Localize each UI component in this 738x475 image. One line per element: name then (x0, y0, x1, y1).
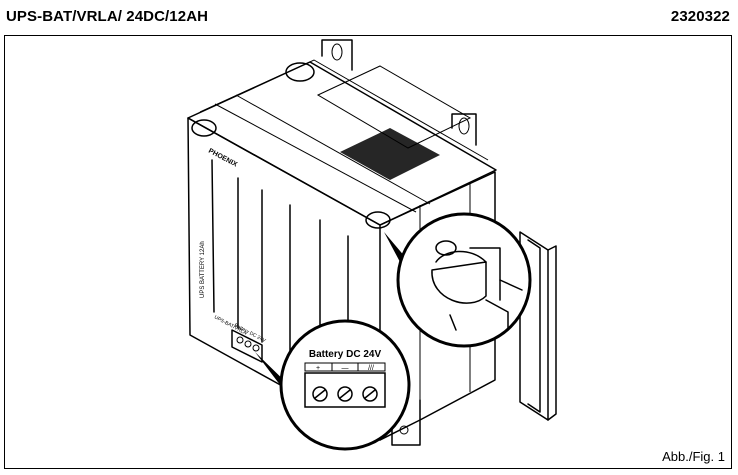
latch-detail-magnifier (396, 212, 532, 348)
terminal-screw-sense (362, 386, 378, 402)
figure-frame: Abb./Fig. 1 (4, 35, 732, 469)
connector-label: Battery DC 24V (309, 349, 382, 360)
terminal-detail-magnifier: Battery DC 24V + — /// (279, 319, 411, 451)
figure-caption: Abb./Fig. 1 (662, 449, 725, 464)
terminal-screw-minus (337, 386, 353, 402)
order-number: 2320322 (670, 8, 730, 25)
product-title: UPS-BAT/VRLA/ 24DC/12AH (6, 8, 209, 25)
leader-to-latch (384, 232, 406, 262)
housing (187, 39, 497, 446)
terminal-plus: + (316, 365, 320, 372)
terminal-minus: — (342, 365, 349, 372)
terminal-sense: /// (368, 365, 374, 372)
din-rail (519, 231, 557, 421)
side-label: UPS BATTERY 12Ah (200, 241, 206, 298)
housing-connector (231, 329, 263, 363)
terminal-screw-plus (312, 386, 328, 402)
